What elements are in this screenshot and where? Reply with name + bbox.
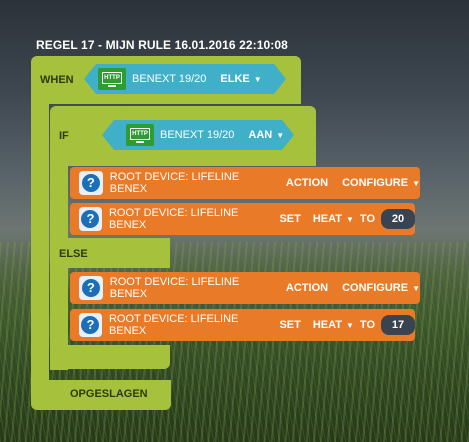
help-icon[interactable]: ? [79,171,103,195]
help-icon[interactable]: ? [79,207,102,231]
when-trigger-block[interactable]: HTTP BENEXT 19/20 ELKE▼ [84,64,286,94]
http-icon: HTTP [98,68,126,90]
if-block-footer [50,345,170,369]
else-action-configure[interactable]: ? ROOT DEVICE: LIFELINE BENEX ACTION CON… [70,272,420,304]
chevron-down-icon: ▼ [412,179,420,188]
chevron-down-icon: ▼ [276,131,285,140]
field-dropdown[interactable]: HEAT▼ [312,319,354,331]
rule-title: REGEL 17 - MIJN RULE 16.01.2016 22:10:08 [36,38,288,52]
to-label: TO [359,319,375,331]
action-keyword: SET [279,213,301,225]
else-action-set-heat[interactable]: ? ROOT DEVICE: LIFELINE BENEX SET HEAT▼ … [70,309,415,341]
field-dropdown[interactable]: HEAT▼ [312,213,354,225]
when-option-dropdown[interactable]: ELKE▼ [220,73,262,85]
when-block-spine [31,100,49,400]
action-device-label: ROOT DEVICE: LIFELINE BENEX [109,171,240,195]
number-input[interactable]: 17 [381,315,415,335]
to-label: TO [359,213,375,225]
when-block-footer [31,380,171,410]
action-device-label: ROOT DEVICE: LIFELINE BENEX [108,207,239,231]
chevron-down-icon: ▼ [346,215,354,224]
if-label: IF [59,130,69,142]
else-bar [50,238,170,268]
action-device-label: ROOT DEVICE: LIFELINE BENEX [109,276,240,300]
http-icon: HTTP [126,124,154,146]
when-label: WHEN [40,74,74,86]
chevron-down-icon: ▼ [412,284,420,293]
number-input[interactable]: 20 [381,209,415,229]
if-device-label: BENEXT 19/20 [160,129,235,141]
chevron-down-icon: ▼ [346,321,354,330]
action-keyword: SET [279,319,301,331]
chevron-down-icon: ▼ [253,75,262,84]
if-condition-block[interactable]: HTTP BENEXT 19/20 AAN▼ [102,120,294,150]
action-keyword: ACTION [285,177,329,189]
if-option-dropdown[interactable]: AAN▼ [248,129,285,141]
help-icon[interactable]: ? [79,313,102,337]
help-icon[interactable]: ? [79,276,103,300]
action-value-dropdown[interactable]: CONFIGURE▼ [342,282,420,294]
action-value-dropdown[interactable]: CONFIGURE▼ [342,177,420,189]
then-action-configure[interactable]: ? ROOT DEVICE: LIFELINE BENEX ACTION CON… [70,167,420,199]
action-device-label: ROOT DEVICE: LIFELINE BENEX [108,313,239,337]
action-keyword: ACTION [285,282,329,294]
else-label: ELSE [59,248,88,260]
saved-status: OPGESLAGEN [70,388,148,400]
then-action-set-heat[interactable]: ? ROOT DEVICE: LIFELINE BENEX SET HEAT▼ … [70,203,415,235]
when-device-label: BENEXT 19/20 [132,73,207,85]
